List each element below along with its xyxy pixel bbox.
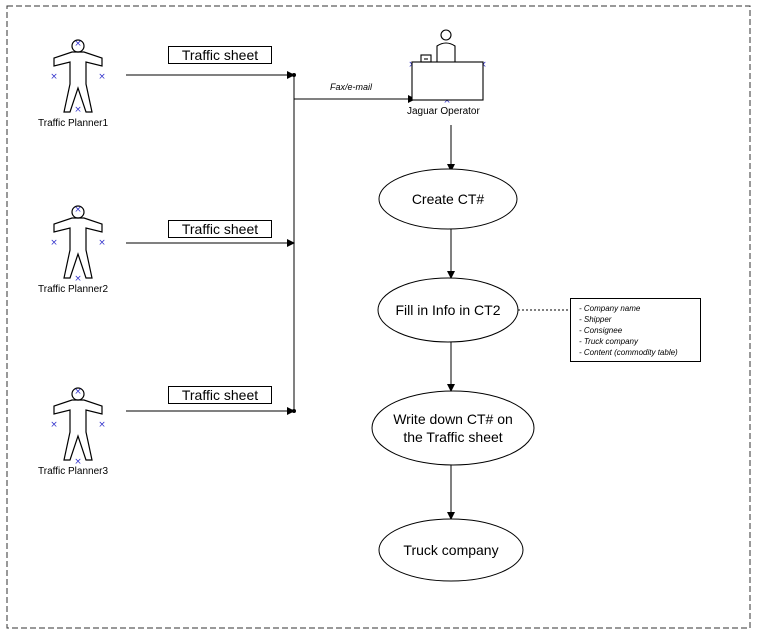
svg-text:×: × bbox=[74, 105, 82, 115]
svg-text:×: × bbox=[443, 96, 451, 106]
svg-text:×: × bbox=[74, 387, 82, 397]
info-note: - Company name - Shipper - Consignee - T… bbox=[570, 298, 701, 362]
note-item: - Company name bbox=[579, 304, 641, 313]
step-write-ct-label: Write down CT# on the Traffic sheet bbox=[393, 411, 513, 445]
traffic-sheet-1: Traffic sheet bbox=[168, 46, 272, 64]
step-write-ct-ellipse bbox=[371, 390, 535, 466]
note-item: - Consignee bbox=[579, 326, 623, 335]
svg-text:×: × bbox=[98, 72, 106, 82]
fax-email-label: Fax/e-mail bbox=[330, 82, 373, 92]
svg-text:×: × bbox=[74, 205, 82, 215]
traffic-sheet-3: Traffic sheet bbox=[168, 386, 272, 404]
step-fill-info-label: Fill in Info in CT2 bbox=[395, 302, 501, 318]
svg-text:×: × bbox=[98, 238, 106, 248]
step-truck-label: Truck company bbox=[403, 542, 499, 558]
note-item: - Truck company bbox=[579, 337, 638, 346]
junction-dot bbox=[292, 409, 296, 413]
svg-text:×: × bbox=[50, 238, 58, 248]
planner-2-label: Traffic Planner2 bbox=[38, 284, 109, 295]
svg-text:×: × bbox=[98, 420, 106, 430]
planner-3-figure bbox=[53, 387, 103, 461]
svg-text:×: × bbox=[74, 457, 82, 467]
planner-2-figure bbox=[53, 205, 103, 279]
traffic-sheet-2: Traffic sheet bbox=[168, 220, 272, 238]
note-item: - Content (commodity table) bbox=[579, 348, 678, 357]
step-truck-ellipse bbox=[378, 518, 524, 582]
svg-text:×: × bbox=[50, 420, 58, 430]
junction-dot bbox=[292, 73, 296, 77]
planner-1-label: Traffic Planner1 bbox=[38, 118, 109, 129]
note-item: - Shipper bbox=[579, 315, 612, 324]
operator-label: Jaguar Operator bbox=[407, 106, 480, 117]
svg-text:×: × bbox=[74, 274, 82, 284]
operator-icon bbox=[411, 29, 484, 101]
svg-text:×: × bbox=[50, 72, 58, 82]
diagram-border bbox=[6, 5, 751, 629]
planner-1-figure bbox=[53, 39, 103, 113]
step-create-ct-label: Create CT# bbox=[411, 191, 485, 207]
svg-text:×: × bbox=[74, 39, 82, 49]
planner-3-label: Traffic Planner3 bbox=[38, 466, 109, 477]
step-create-ct-ellipse bbox=[378, 168, 518, 230]
